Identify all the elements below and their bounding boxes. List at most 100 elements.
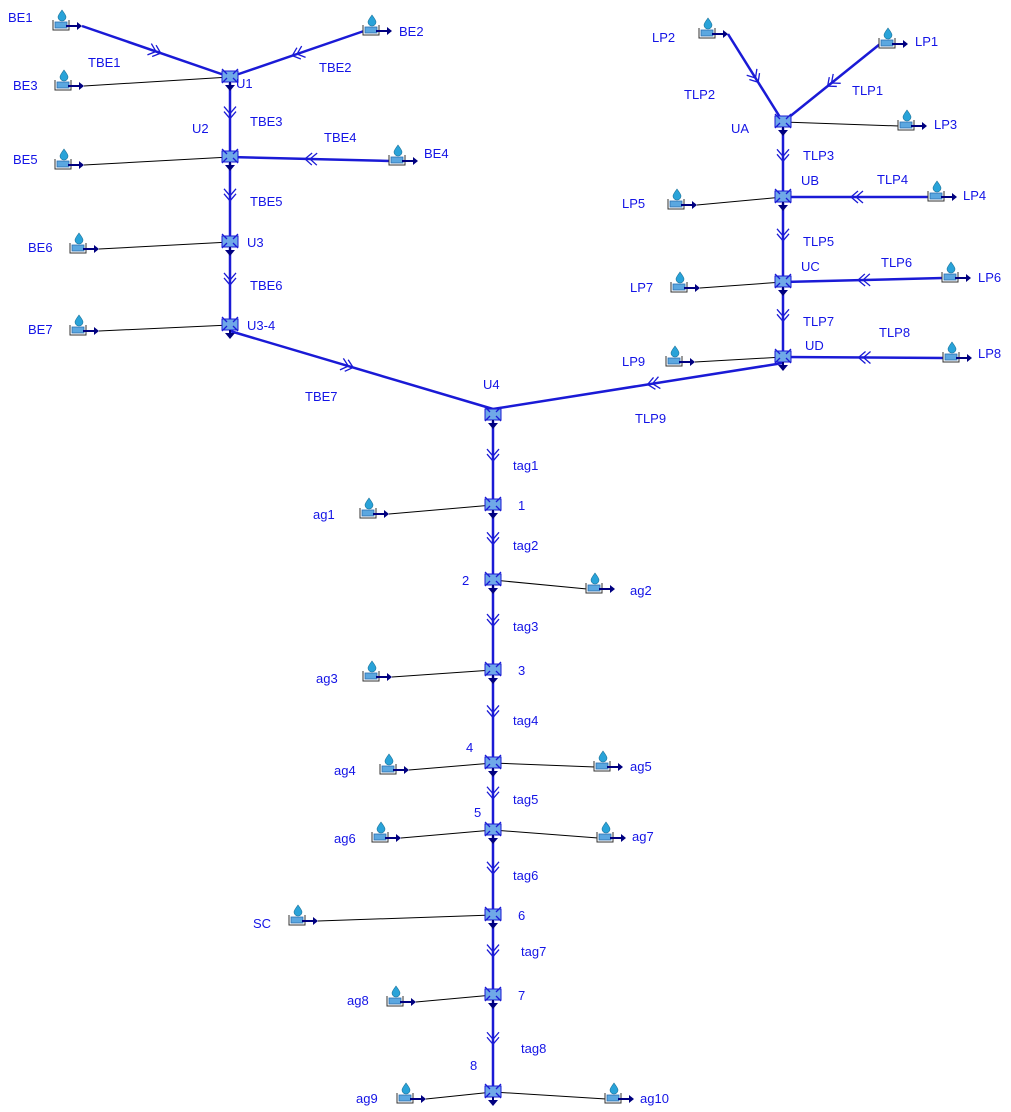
pipe-label-tbe3: TBE3	[250, 114, 283, 129]
demand-link[interactable]	[492, 1091, 607, 1100]
supply-tank-icon[interactable]	[897, 109, 927, 131]
demand-link[interactable]	[492, 579, 588, 590]
junction-node[interactable]	[774, 113, 792, 136]
supply-tank-icon[interactable]	[288, 904, 318, 926]
supply-tank-icon[interactable]	[386, 985, 416, 1007]
flow-chevron-icon	[486, 613, 500, 628]
junction-node[interactable]	[221, 233, 239, 256]
supply-label-ag9: ag9	[356, 1091, 378, 1106]
supply-tank-icon[interactable]	[878, 27, 908, 49]
demand-link[interactable]	[492, 829, 599, 839]
flow-chevron-icon	[223, 188, 237, 202]
pipe-label-tbe2: TBE2	[319, 60, 352, 75]
supply-tank-icon[interactable]	[942, 341, 972, 363]
demand-link[interactable]	[98, 241, 231, 250]
supply-label-ag8: ag8	[347, 993, 369, 1008]
demand-link[interactable]	[415, 994, 494, 1003]
supply-tank-icon[interactable]	[593, 750, 623, 772]
supply-label-lp8: LP8	[978, 346, 1001, 361]
junction-node[interactable]	[484, 496, 502, 519]
demand-link[interactable]	[408, 762, 494, 771]
supply-tank-icon[interactable]	[604, 1082, 634, 1104]
flow-chevron-icon	[857, 351, 871, 365]
flow-chevron-icon	[223, 272, 237, 286]
demand-link[interactable]	[317, 914, 494, 922]
demand-link[interactable]	[425, 1091, 494, 1100]
supply-label-ag6: ag6	[334, 831, 356, 846]
supply-tank-icon[interactable]	[371, 821, 401, 843]
supply-label-be6: BE6	[28, 240, 53, 255]
supply-label-ag1: ag1	[313, 507, 335, 522]
junction-node[interactable]	[484, 754, 502, 777]
pipe-tlp9[interactable]	[492, 361, 784, 411]
node-label-n7: 7	[518, 988, 525, 1003]
supply-tank-icon[interactable]	[941, 261, 971, 283]
demand-link[interactable]	[696, 196, 784, 206]
flow-chevron-icon	[776, 308, 790, 323]
supply-tank-icon[interactable]	[667, 188, 697, 210]
flow-chevron-icon	[486, 1031, 500, 1046]
supply-tank-icon[interactable]	[388, 144, 418, 166]
supply-tank-icon[interactable]	[52, 9, 82, 31]
supply-tank-icon[interactable]	[362, 660, 392, 682]
node-label-u3: U3	[247, 235, 264, 250]
junction-node[interactable]	[484, 906, 502, 929]
flow-chevron-icon	[776, 148, 790, 163]
supply-label-lp9: LP9	[622, 354, 645, 369]
pipe-label-tag3: tag3	[513, 619, 538, 634]
supplies-layer	[52, 9, 972, 1104]
nodes-layer	[221, 68, 792, 1106]
demand-link[interactable]	[83, 76, 231, 87]
junction-node[interactable]	[221, 148, 239, 171]
pipe-label-tlp6: TLP6	[881, 255, 912, 270]
node-label-n3: 3	[518, 663, 525, 678]
node-label-ud: UD	[805, 338, 824, 353]
supply-tank-icon[interactable]	[359, 497, 389, 519]
demand-link[interactable]	[699, 281, 784, 289]
junction-node[interactable]	[484, 986, 502, 1009]
demand-link[interactable]	[492, 762, 596, 768]
demand-link[interactable]	[391, 669, 494, 678]
supply-tank-icon[interactable]	[69, 314, 99, 336]
demand-link[interactable]	[83, 156, 231, 166]
demand-link[interactable]	[400, 829, 494, 839]
supply-tank-icon[interactable]	[670, 271, 700, 293]
supply-tank-icon[interactable]	[54, 69, 84, 91]
supply-tank-icon[interactable]	[585, 572, 615, 594]
node-label-u3-4: U3-4	[247, 318, 275, 333]
junction-node[interactable]	[484, 406, 502, 429]
junction-node[interactable]	[484, 571, 502, 594]
junction-node[interactable]	[221, 68, 239, 91]
flow-chevron-icon	[776, 228, 790, 242]
supply-label-be4: BE4	[424, 146, 449, 161]
pipe-label-tag7: tag7	[521, 944, 546, 959]
supply-label-lp3: LP3	[934, 117, 957, 132]
demand-link[interactable]	[98, 324, 231, 332]
flow-chevron-icon	[486, 531, 500, 546]
pipe-tbe7[interactable]	[229, 329, 494, 411]
demand-link[interactable]	[694, 356, 784, 363]
junction-node[interactable]	[774, 273, 792, 296]
supply-tank-icon[interactable]	[69, 232, 99, 254]
node-label-n5: 5	[474, 805, 481, 820]
supply-tank-icon[interactable]	[698, 17, 728, 39]
junction-node[interactable]	[484, 821, 502, 844]
flow-chevron-icon	[857, 273, 871, 287]
junction-node[interactable]	[484, 1083, 502, 1106]
demand-link[interactable]	[782, 121, 900, 127]
junction-node[interactable]	[774, 188, 792, 211]
supply-tank-icon[interactable]	[379, 753, 409, 775]
supply-tank-icon[interactable]	[362, 14, 392, 36]
pipe-label-tlp9: TLP9	[635, 411, 666, 426]
junction-node[interactable]	[484, 661, 502, 684]
supply-tank-icon[interactable]	[54, 148, 84, 170]
supply-tank-icon[interactable]	[665, 345, 695, 367]
supply-tank-icon[interactable]	[596, 821, 626, 843]
supply-label-ag5: ag5	[630, 759, 652, 774]
junction-node[interactable]	[774, 348, 792, 371]
supply-tank-icon[interactable]	[396, 1082, 426, 1104]
demand-link[interactable]	[388, 504, 494, 515]
junction-node[interactable]	[221, 316, 239, 339]
supply-tank-icon[interactable]	[927, 180, 957, 202]
pipe-label-tag6: tag6	[513, 868, 538, 883]
